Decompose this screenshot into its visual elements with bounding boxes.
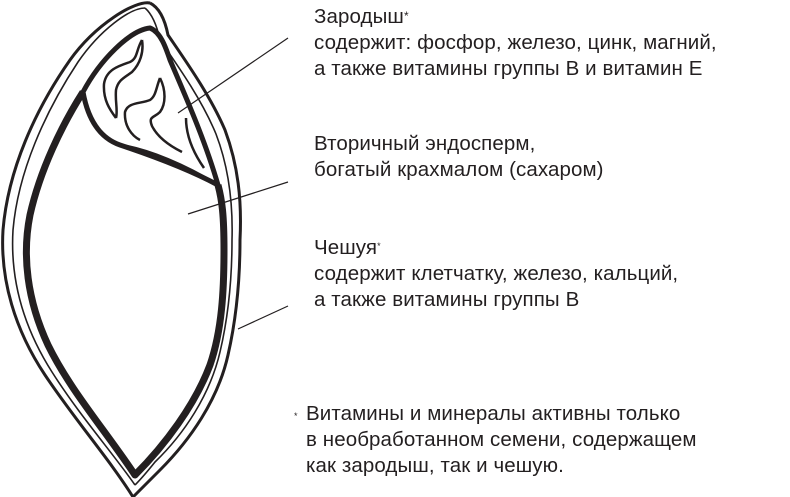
leader-line-embryo — [177, 37, 289, 114]
footnote-line-3: как зародыш, так и чешую. — [306, 454, 564, 477]
footnote: * Витамины и минералы активны только в н… — [294, 401, 697, 479]
footnote-marker: * — [294, 411, 298, 421]
husk-title-line: Чешуя* — [314, 235, 678, 261]
husk-title: Чешуя — [314, 236, 378, 259]
endosperm-outline — [22, 90, 228, 479]
footnote-line-1: Витамины и минералы активны только — [306, 402, 681, 425]
husk-outer-outline — [1, 1, 242, 497]
husk-description-line-2: а также витамины группы В — [314, 288, 580, 311]
embryo-description-line-2: а также витамины группы В и витамин Е — [314, 57, 703, 80]
leader-line-husk — [237, 305, 289, 330]
endosperm-line-1: Вторичный эндосперм, — [314, 132, 536, 155]
embryo-outline — [80, 25, 221, 188]
husk-footnote-marker: * — [377, 241, 381, 251]
embryo-title: Зародыш — [314, 5, 404, 28]
label-endosperm: Вторичный эндосперм, богатый крахмалом (… — [314, 131, 604, 183]
husk-description-line-1: содержит клетчатку, железо, кальций, — [314, 262, 679, 285]
embryo-inner-shape-3 — [184, 117, 206, 169]
embryo-footnote-marker: * — [403, 9, 409, 23]
label-husk: Чешуя* содержит клетчатку, железо, кальц… — [314, 235, 678, 313]
embryo-inner-shape-2 — [123, 77, 183, 154]
leader-line-endosperm — [187, 181, 289, 215]
embryo-inner-shape-4 — [119, 143, 219, 187]
embryo-title-line: Зародыш* — [314, 4, 717, 30]
endosperm-line-2: богатый крахмалом (сахаром) — [314, 158, 604, 181]
embryo-description-line-1: содержит: фосфор, железо, цинк, магний, — [314, 31, 717, 54]
embryo-inner-shape-1 — [102, 39, 144, 119]
label-embryo: Зародыш* содержит: фосфор, железо, цинк,… — [314, 4, 717, 82]
footnote-line-2: в необработанном семени, содержащем — [306, 428, 697, 451]
